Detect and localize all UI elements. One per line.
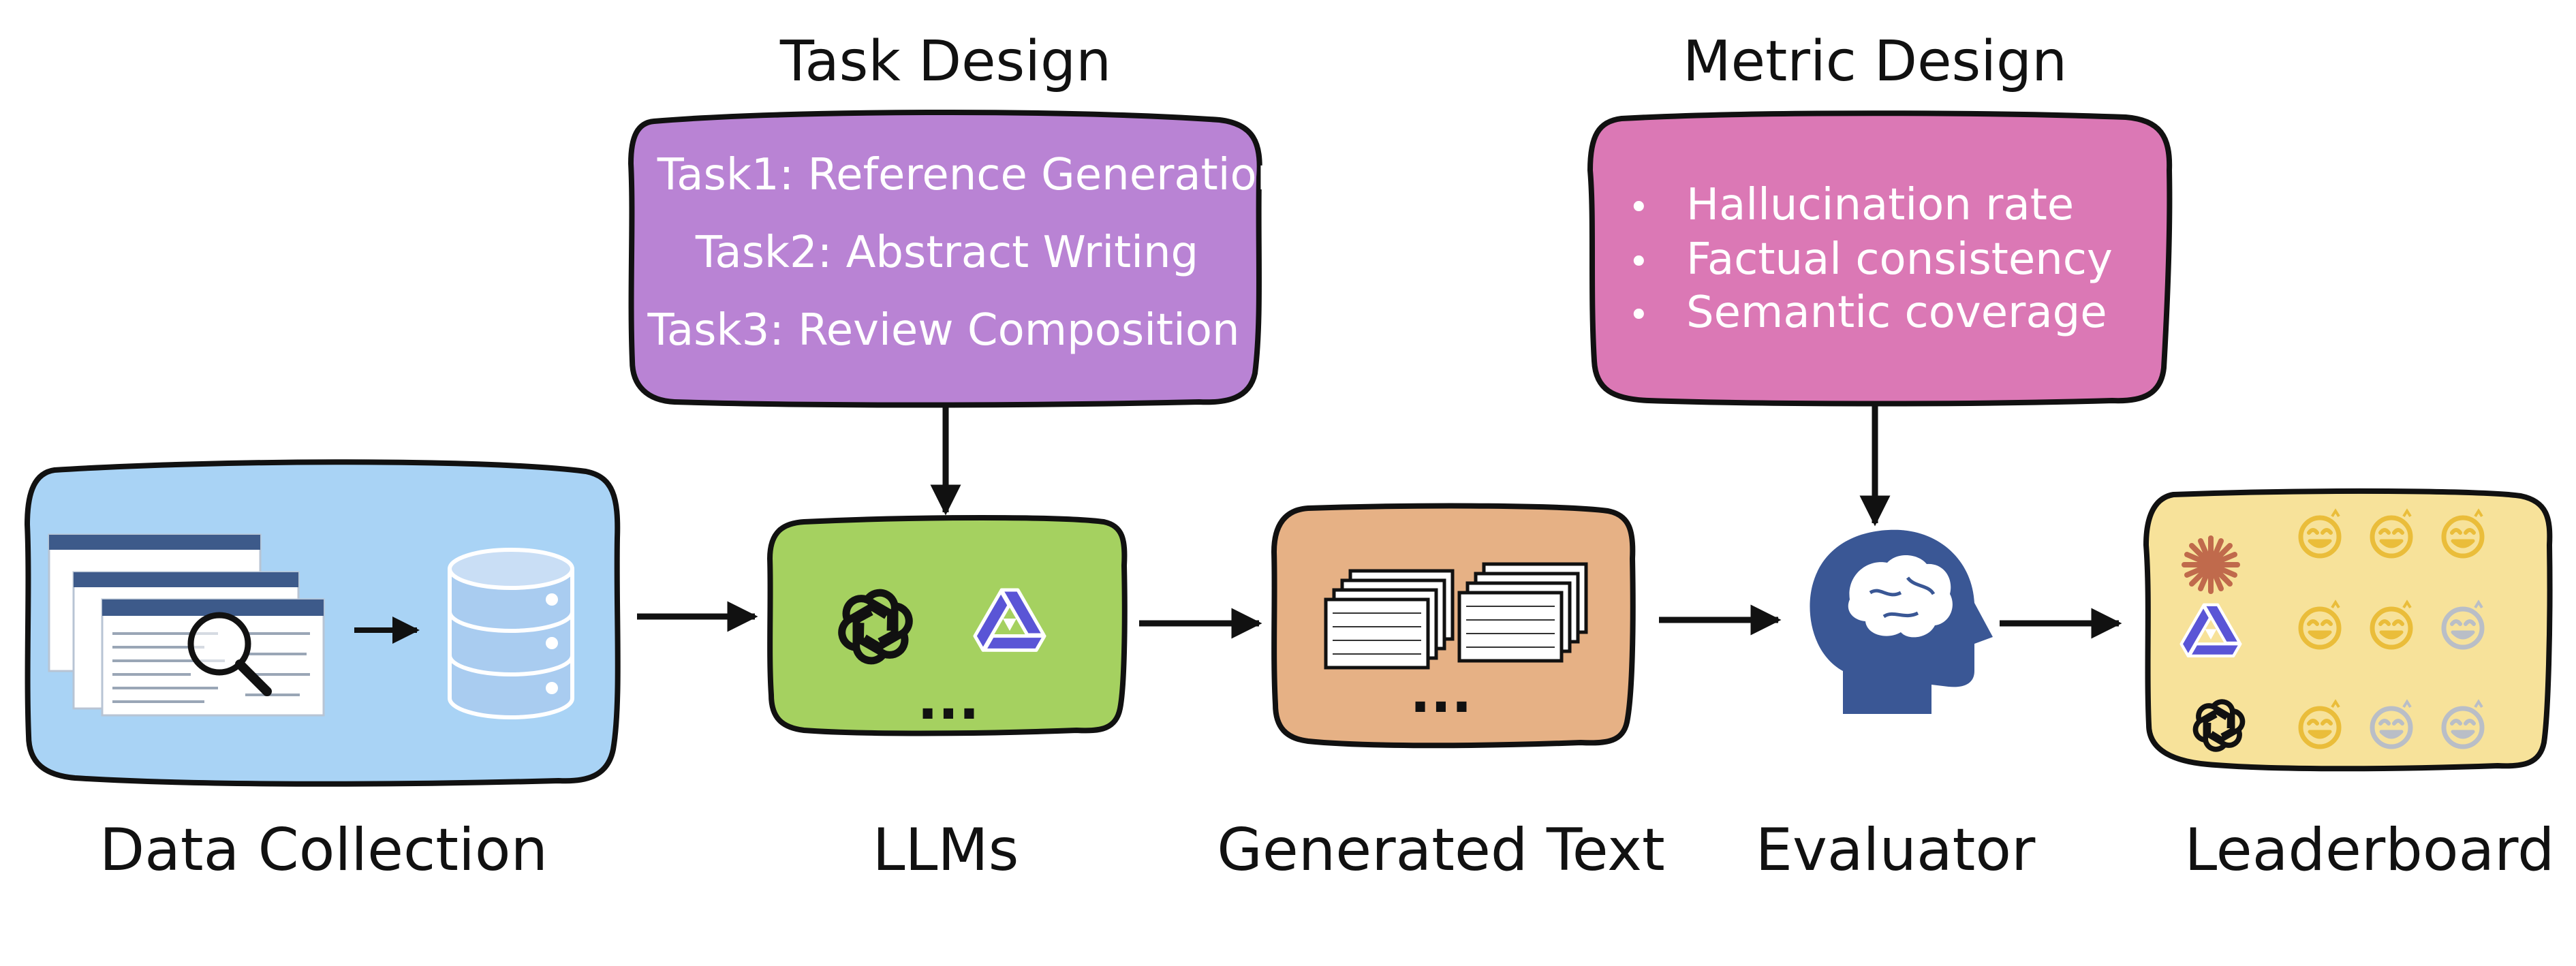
metric-item-1: Hallucination rate <box>1686 180 2074 230</box>
metric-design-box: • Hallucination rate • Factual consisten… <box>1587 110 2173 407</box>
generated-text-box: ... <box>1271 503 1636 749</box>
task-item-3: Task3: Review Composition <box>647 305 1239 356</box>
document-stack-icon <box>1459 564 1586 661</box>
magnifier-icon <box>187 612 272 696</box>
board-box-shape <box>2143 488 2553 772</box>
llm-ellipsis: ... <box>917 668 979 732</box>
document-stack-icon <box>1326 571 1453 668</box>
metric-box-shape <box>1587 110 2173 407</box>
task-item-2: Task2: Abstract Writing <box>695 228 1198 278</box>
metric-bullet-1: • <box>1628 187 1649 228</box>
task-item-1: Task1: Reference Generation <box>657 150 1284 200</box>
stage-label-leaderboard: Leaderboard <box>2184 816 2554 884</box>
data-collection-box <box>24 459 621 787</box>
metric-design-title: Metric Design <box>1683 29 2067 94</box>
brain-head-icon <box>1810 529 1993 714</box>
llm-box-shape <box>766 515 1128 736</box>
metric-bullet-2: • <box>1628 242 1649 283</box>
stage-label-evaluator: Evaluator <box>1756 816 2036 884</box>
task-design-title: Task Design <box>779 29 1111 94</box>
leaderboard-box <box>2143 488 2553 772</box>
task-design-box: Task1: Reference Generation Task2: Abstr… <box>627 109 1284 408</box>
metric-item-2: Factual consistency <box>1686 234 2113 285</box>
claude-logo-icon <box>2182 535 2240 594</box>
metric-bullet-3: • <box>1628 295 1649 336</box>
stage-label-data-collection: Data Collection <box>99 816 548 884</box>
metric-item-3: Semantic coverage <box>1686 287 2107 338</box>
llms-box: ... <box>766 515 1128 736</box>
text-ellipsis: ... <box>1410 661 1472 725</box>
task-box-shape <box>627 109 1262 408</box>
database-icon <box>448 548 574 719</box>
stage-label-generated-text: Generated Text <box>1217 816 1665 884</box>
stage-label-llms: LLMs <box>873 816 1019 884</box>
